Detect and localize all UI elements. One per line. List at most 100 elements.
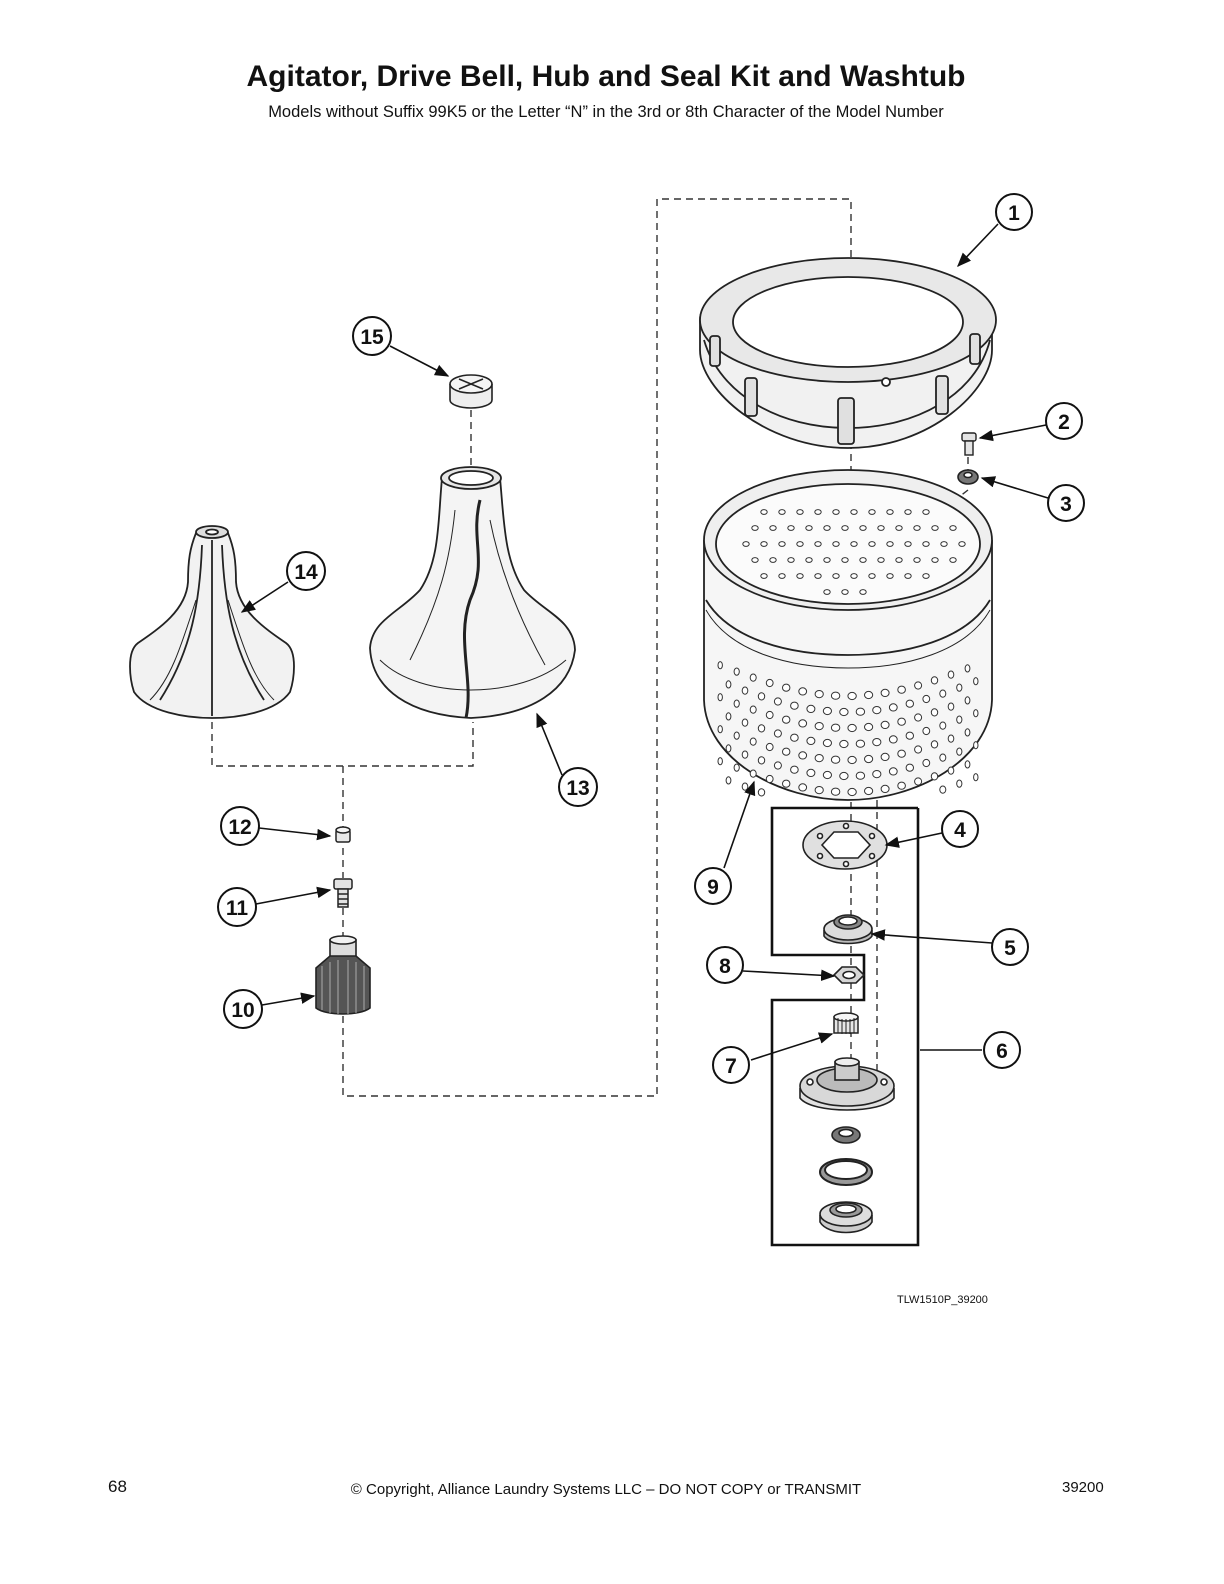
perforation-hole xyxy=(805,557,813,563)
perforation-hole xyxy=(947,734,955,743)
perforation-hole xyxy=(814,754,824,763)
callout-7: 7 xyxy=(712,1046,750,1084)
perforation-hole xyxy=(904,509,912,515)
perforation-hole xyxy=(790,733,799,742)
perforation-hole xyxy=(964,696,971,705)
perforation-hole xyxy=(765,742,774,752)
callout-4: 4 xyxy=(941,810,979,848)
perforation-hole xyxy=(790,701,799,710)
perforation-hole xyxy=(823,557,831,563)
perforation-hole xyxy=(850,509,858,515)
perforation-hole xyxy=(749,769,757,778)
perforation-hole xyxy=(830,723,841,732)
perforation-hole xyxy=(888,703,898,712)
perforation-hole xyxy=(798,783,808,792)
hub-assembly xyxy=(799,1057,895,1111)
perforation-hole xyxy=(947,702,955,711)
svg-text:10: 10 xyxy=(231,999,254,1022)
callout-9: 9 xyxy=(694,867,732,905)
perforation-hole xyxy=(823,589,831,595)
callout-2: 2 xyxy=(1045,402,1083,440)
perforation-hole xyxy=(806,768,816,778)
perforation-hole xyxy=(868,573,876,579)
copyright-notice: © Copyright, Alliance Laundry Systems LL… xyxy=(350,1481,862,1498)
part-13-agitator-body xyxy=(369,466,576,719)
perforation-hole xyxy=(855,707,866,716)
perforation-hole xyxy=(717,693,723,702)
perforation-hole xyxy=(930,708,939,717)
perforation-hole xyxy=(814,573,822,579)
perforation-hole xyxy=(973,741,979,750)
part-15-cap xyxy=(449,374,493,409)
perforation-hole xyxy=(782,683,791,692)
perforation-hole xyxy=(769,557,777,563)
perforation-hole xyxy=(872,706,882,715)
perforation-hole xyxy=(782,747,791,756)
svg-text:9: 9 xyxy=(707,876,719,899)
perforation-hole xyxy=(787,557,795,563)
perforation-hole xyxy=(757,692,766,701)
perforation-hole xyxy=(888,735,898,744)
perforation-hole xyxy=(855,739,866,748)
svg-text:7: 7 xyxy=(725,1055,737,1078)
perforation-hole xyxy=(930,772,939,781)
perforation-hole xyxy=(931,557,939,563)
lower-o-ring xyxy=(819,1158,873,1186)
perforation-hole xyxy=(814,786,824,795)
document-number: 39200 xyxy=(1062,1479,1104,1496)
perforation-hole xyxy=(814,690,824,699)
perforation-hole xyxy=(859,557,867,563)
perforation-hole xyxy=(733,731,740,740)
perforation-hole xyxy=(877,557,885,563)
perforation-hole xyxy=(782,715,791,724)
perforation-hole xyxy=(964,760,971,769)
page-title: Agitator, Drive Bell, Hub and Seal Kit a… xyxy=(246,60,966,93)
svg-text:5: 5 xyxy=(1004,937,1016,960)
part-8-hex-nut xyxy=(832,966,866,984)
perforation-hole xyxy=(765,678,774,688)
perforation-hole xyxy=(839,707,849,717)
part-1-tub-ring xyxy=(699,257,997,449)
leader-lines xyxy=(240,223,1049,1061)
perforation-hole xyxy=(717,661,723,670)
basket-perforations xyxy=(717,509,979,797)
perforation-hole xyxy=(765,710,774,720)
perforation-hole xyxy=(922,726,931,736)
perforation-hole xyxy=(947,670,955,679)
part-7-bearing xyxy=(833,1012,859,1034)
callout-15: 15 xyxy=(352,316,392,356)
callout-11: 11 xyxy=(217,887,257,927)
perforation-hole xyxy=(760,573,768,579)
perforation-hole xyxy=(847,723,857,733)
perforation-hole xyxy=(914,713,923,722)
perforation-hole xyxy=(796,509,804,515)
part-9-washtub-basket xyxy=(703,469,993,801)
perforation-hole xyxy=(757,788,766,797)
perforation-hole xyxy=(796,573,804,579)
perforation-hole xyxy=(872,738,882,747)
part-10-coupling xyxy=(315,935,371,1015)
perforation-hole xyxy=(897,781,906,790)
perforation-hole xyxy=(964,728,971,737)
part-6-kit-bracket xyxy=(770,806,920,1247)
perforation-hole xyxy=(805,525,813,531)
perforation-hole xyxy=(749,705,757,714)
part-4-gasket xyxy=(802,820,888,870)
svg-text:6: 6 xyxy=(996,1040,1008,1063)
perforation-hole xyxy=(922,541,930,547)
perforation-hole xyxy=(914,777,923,786)
perforation-hole xyxy=(832,509,840,515)
lower-seal-large xyxy=(819,1201,873,1234)
perforation-hole xyxy=(790,765,799,774)
perforation-hole xyxy=(839,771,849,781)
perforation-hole xyxy=(742,541,750,547)
perforation-hole xyxy=(880,784,890,794)
perforation-hole xyxy=(886,509,894,515)
part-12-plug xyxy=(335,826,351,843)
perforation-hole xyxy=(822,738,833,748)
perforation-hole xyxy=(956,779,963,788)
perforation-hole xyxy=(930,676,939,685)
perforation-hole xyxy=(958,541,966,547)
perforation-hole xyxy=(864,786,874,796)
svg-text:1: 1 xyxy=(1008,202,1020,225)
